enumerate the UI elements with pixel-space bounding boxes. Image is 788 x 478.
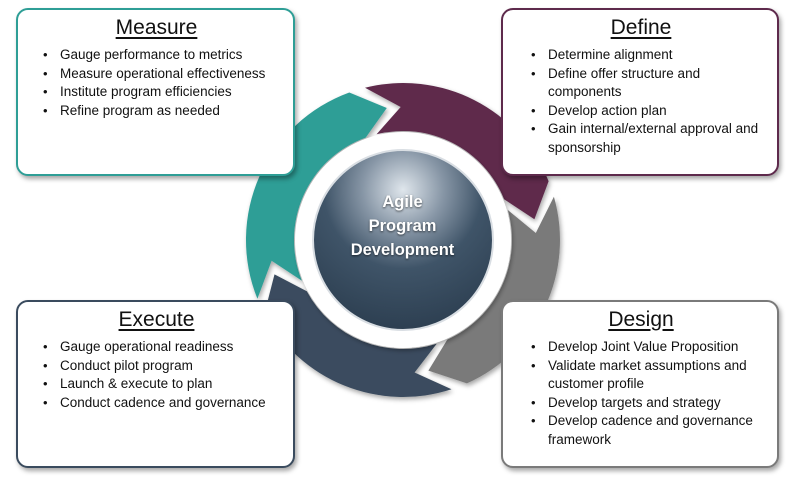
define-list: Determine alignment Define offer structu…: [515, 46, 767, 157]
measure-panel: Measure Gauge performance to metrics Mea…: [16, 8, 295, 176]
design-list: Develop Joint Value Proposition Validate…: [515, 338, 767, 449]
execute-panel: Execute Gauge operational readiness Cond…: [16, 300, 295, 468]
measure-list: Gauge performance to metrics Measure ope…: [30, 46, 283, 120]
define-title: Define: [610, 16, 672, 39]
design-title: Design: [608, 308, 674, 331]
list-item: Institute program efficiencies: [43, 83, 283, 102]
design-panel: Design Develop Joint Value Proposition V…: [501, 300, 779, 468]
list-item: Determine alignment: [531, 46, 767, 65]
list-item: Refine program as needed: [43, 102, 283, 121]
list-item: Launch & execute to plan: [43, 375, 283, 394]
center-title-line-1: Agile: [382, 193, 423, 211]
execute-list: Gauge operational readiness Conduct pilo…: [30, 338, 283, 412]
center-title-line-3: Development: [350, 241, 455, 259]
center-circle: [312, 149, 494, 331]
center-title-line-2: Program: [368, 217, 437, 235]
execute-title: Execute: [118, 308, 195, 331]
center-title: Agile Program Development: [326, 190, 479, 262]
list-item: Gauge operational readiness: [43, 338, 283, 357]
define-panel: Define Determine alignment Define offer …: [501, 8, 779, 176]
list-item: Gain internal/external approval and spon…: [531, 120, 767, 157]
list-item: Develop action plan: [531, 102, 767, 121]
list-item: Validate market assumptions and customer…: [531, 357, 767, 394]
list-item: Conduct pilot program: [43, 357, 283, 376]
list-item: Develop cadence and governance framework: [531, 412, 767, 449]
list-item: Define offer structure and components: [531, 65, 767, 102]
design-arc-arrow: [428, 196, 560, 384]
list-item: Conduct cadence and governance: [43, 394, 283, 413]
measure-title: Measure: [115, 16, 198, 39]
list-item: Develop Joint Value Proposition: [531, 338, 767, 357]
execute-arc-arrow: [264, 274, 452, 397]
list-item: Measure operational effectiveness: [43, 65, 283, 84]
list-item: Develop targets and strategy: [531, 394, 767, 413]
list-item: Gauge performance to metrics: [43, 46, 283, 65]
define-arc-arrow: [365, 83, 549, 220]
